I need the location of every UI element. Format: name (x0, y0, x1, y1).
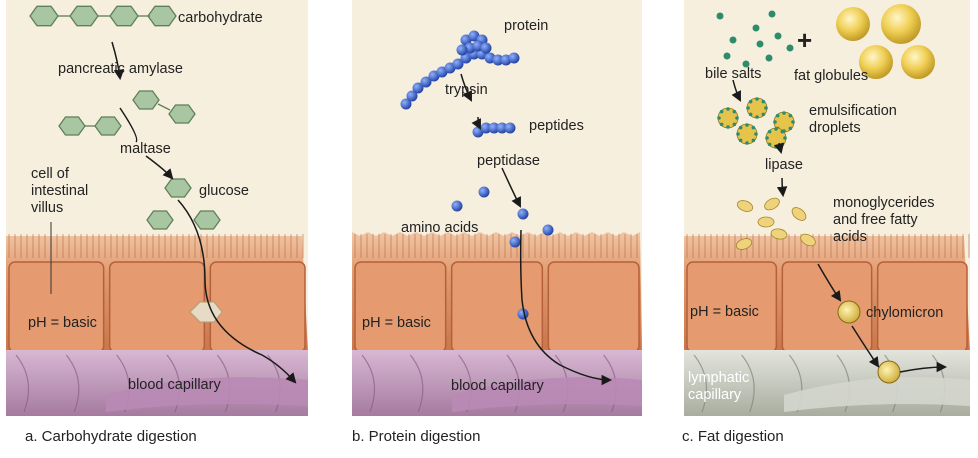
fat-globules-label: fat globules (794, 68, 869, 84)
fat-globules (836, 4, 935, 79)
intestinal-tissue (684, 232, 970, 416)
blood-capillary-label-b: blood capillary (451, 378, 544, 394)
cell-of-villus-label: cell of intestinal villus (31, 166, 89, 216)
trypsin-label: trypsin (445, 82, 488, 98)
caption-carbohydrate-digestion: a. Carbohydrate digestion (25, 428, 197, 445)
blood-capillary-label-a: blood capillary (128, 377, 221, 393)
monoglyceride-pieces (735, 197, 816, 250)
glucose-molecules (146, 178, 223, 323)
lymphatic-capillary-label: lymphatic capillary (688, 370, 750, 403)
intestinal-tissue (352, 232, 642, 416)
ph-basic-label-b: pH = basic (362, 315, 431, 331)
ph-basic-label-c: pH = basic (690, 304, 759, 320)
carbohydrate-label: carbohydrate (178, 10, 263, 26)
chylomicron-particles (837, 300, 901, 384)
maltose-molecules (58, 90, 196, 136)
plus-sign: + (797, 25, 813, 55)
glucose-label: glucose (199, 183, 249, 199)
lipase-label: lipase (765, 157, 803, 173)
pathway-arrows (111, 41, 948, 386)
protein-label: protein (504, 18, 549, 34)
maltase-label: maltase (120, 141, 171, 157)
emulsification-droplets-label: emulsification droplets (809, 103, 897, 136)
caption-protein-digestion: b. Protein digestion (352, 428, 481, 445)
caption-fat-digestion: c. Fat digestion (682, 428, 784, 445)
ph-basic-label-a: pH = basic (28, 315, 97, 331)
carbohydrate-chain (29, 5, 177, 27)
pancreatic-amylase-label: pancreatic amylase (58, 61, 183, 77)
monoglycerides-label: monoglycerides and free fatty acids (833, 195, 935, 245)
bile-salt-dots (716, 10, 794, 68)
peptides-label: peptides (529, 118, 584, 134)
bile-salts-label: bile salts (705, 66, 762, 82)
intestinal-tissue (6, 232, 308, 416)
amino-acids-label: amino acids (401, 220, 479, 236)
protein-chain (400, 30, 520, 110)
peptidase-label: peptidase (477, 153, 540, 169)
chylomicron-label: chylomicron (866, 305, 944, 321)
